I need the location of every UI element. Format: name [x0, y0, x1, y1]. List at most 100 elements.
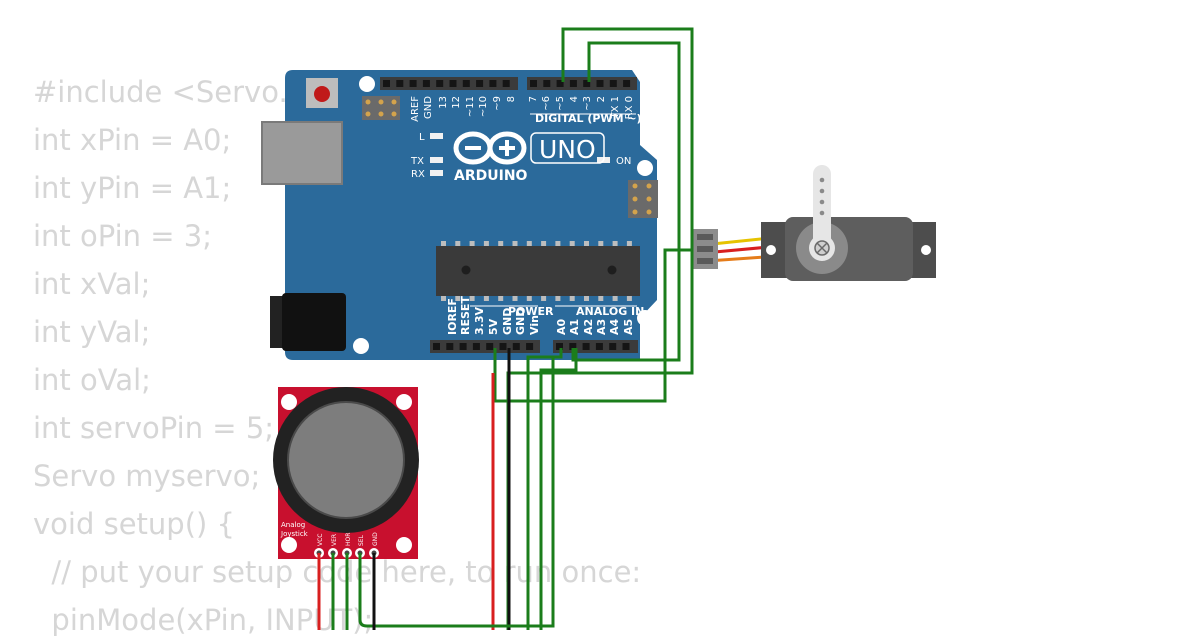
chip-leg: [612, 296, 618, 301]
header-socket: [609, 343, 617, 350]
mount-hole: [637, 310, 653, 326]
header-socket: [396, 80, 404, 87]
chip-notch: [461, 265, 471, 275]
digital-pin-label: TX 1: [610, 96, 621, 120]
wire-a1: [539, 348, 578, 630]
brand-label: ARDUINO: [454, 168, 528, 184]
code-line: int xPin = A0;: [33, 123, 232, 157]
chip-leg: [498, 241, 504, 246]
header-socket: [569, 343, 577, 350]
code-line: int yPin = A1;: [33, 171, 232, 205]
header-socket: [476, 80, 484, 87]
power-pin-label: GND: [514, 308, 527, 335]
power-header: [430, 340, 540, 353]
header-socket: [512, 343, 520, 350]
code-line: int oVal;: [33, 363, 151, 397]
joystick-module: Analog Joystick VCC VER HOR SEL GND: [273, 387, 419, 559]
digital-pin-label: 8: [506, 96, 517, 102]
header-socket: [489, 80, 497, 87]
digital-pin-label: AREF: [410, 96, 421, 122]
chip-leg: [483, 296, 489, 301]
joystick-label-1: Analog: [281, 521, 305, 529]
led-rx: RX: [411, 169, 443, 180]
header-socket: [449, 80, 457, 87]
mount-hole: [637, 160, 653, 176]
usb-port: [261, 121, 343, 185]
header-socket: [622, 343, 630, 350]
chip-leg: [626, 296, 632, 301]
code-line: int servoPin = 5;: [33, 411, 275, 445]
chip-leg: [498, 296, 504, 301]
chip-leg: [526, 241, 532, 246]
power-pin-label: IOREF: [446, 298, 459, 335]
model-frame: [530, 132, 605, 164]
chip-leg: [469, 296, 475, 301]
svg-text:RX: RX: [411, 169, 425, 180]
joystick-pin-label: GND: [372, 532, 379, 546]
header-socket: [609, 80, 617, 87]
chip-leg: [569, 241, 575, 246]
joystick-pin-label: HOR: [345, 533, 352, 546]
icsp-header-2: [628, 180, 658, 218]
joystick-pin-label: VCC: [317, 534, 324, 546]
joystick-pin-label: VER: [331, 534, 338, 546]
analog-pin-label: A0: [555, 318, 568, 335]
header-socket: [422, 80, 430, 87]
chip-leg: [626, 241, 632, 246]
header-socket: [486, 343, 494, 350]
chip-leg: [555, 296, 561, 301]
digital-pin-label: GND: [423, 96, 434, 119]
digital-pin-label: 13: [438, 96, 449, 109]
wiring: [317, 27, 694, 630]
icsp-header: [362, 96, 400, 120]
digital-pin-label: ~3: [582, 96, 593, 111]
header-socket: [583, 80, 591, 87]
digital-pin-label: 12: [451, 96, 462, 109]
header-socket: [502, 80, 510, 87]
wire-pin3: [571, 41, 681, 362]
header-socket: [462, 80, 470, 87]
wire-a0: [526, 348, 563, 630]
chip-leg: [555, 241, 561, 246]
analog-pin-label: A2: [582, 319, 595, 335]
code-line: Servo myservo;: [33, 459, 261, 493]
header-socket: [582, 343, 590, 350]
svg-text:ON: ON: [616, 156, 631, 167]
chip-leg: [598, 241, 604, 246]
analog-pin-label: A5: [622, 319, 635, 335]
chip-leg: [469, 241, 475, 246]
digital-pin-label: ~11: [465, 96, 476, 117]
mount-hole: [353, 338, 369, 354]
chip-leg: [598, 296, 604, 301]
header-socket: [433, 343, 440, 350]
chip-leg: [512, 296, 518, 301]
digital-header-right: [527, 77, 637, 90]
svg-text:L: L: [419, 132, 425, 143]
joystick-pin-label: SEL: [358, 534, 365, 546]
analog-pin-label: A1: [568, 319, 581, 335]
header-socket: [595, 343, 603, 350]
header-socket: [459, 343, 467, 350]
chip-leg: [541, 296, 547, 301]
digital-pin-label: RX 0: [624, 96, 635, 119]
chip-leg: [526, 296, 532, 301]
mount-hole: [359, 76, 375, 92]
joystick-knob: [287, 401, 405, 519]
power-pin-label: GND: [501, 308, 514, 335]
power-jack: [282, 293, 346, 351]
chip-leg: [584, 296, 589, 301]
reset-button-cap: [314, 86, 330, 102]
code-line: // put your setup code here, to run once…: [33, 555, 642, 589]
joystick-label-2: Joystick: [280, 530, 309, 538]
header-socket: [556, 343, 563, 350]
header-socket: [409, 80, 417, 87]
model-label: UNO: [539, 135, 596, 164]
chip-leg: [612, 241, 618, 246]
servo-motor: [692, 165, 936, 281]
chip-leg: [455, 296, 461, 301]
chip-leg: [441, 241, 446, 246]
svg-text:TX: TX: [410, 156, 424, 167]
digital-header-label: DIGITAL (PWM ~): [535, 112, 642, 125]
